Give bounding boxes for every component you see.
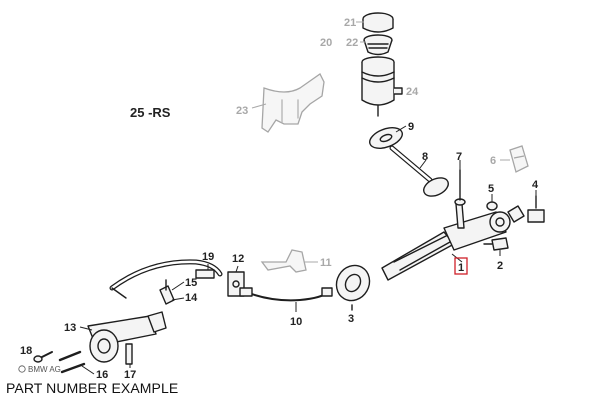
callout-12[interactable]: 12: [232, 253, 244, 265]
model-code-label: 25 -RS: [130, 105, 171, 120]
hose-part-19[interactable]: [109, 259, 223, 299]
slave-cylinder-part-13[interactable]: [87, 311, 167, 363]
bracket-part-11[interactable]: [260, 249, 307, 273]
maker-mark: BMW AG: [18, 365, 61, 374]
maker-mark-label: BMW AG: [28, 365, 61, 374]
callout-19[interactable]: 19: [202, 251, 214, 263]
callout-11[interactable]: 11: [320, 257, 332, 269]
fitting-part-14-15[interactable]: [159, 279, 175, 305]
callout-2[interactable]: 2: [497, 260, 503, 272]
callout-22[interactable]: 22: [346, 37, 358, 49]
callout-6[interactable]: 6: [490, 155, 496, 167]
callout-18[interactable]: 18: [20, 345, 32, 357]
bolt-part-17[interactable]: [125, 343, 133, 365]
master-cylinder-part-1[interactable]: [381, 169, 525, 281]
callout-4[interactable]: 4: [532, 179, 539, 191]
reservoir-assembly[interactable]: [361, 12, 403, 117]
pipe-part-10[interactable]: [239, 287, 333, 302]
part-number-caption: PART NUMBER EXAMPLE: [6, 380, 179, 396]
callout-10[interactable]: 10: [290, 316, 302, 328]
callout-14[interactable]: 14: [185, 292, 198, 304]
bracket-part-23[interactable]: [261, 73, 325, 133]
callout-17[interactable]: 17: [124, 369, 136, 381]
callout-3[interactable]: 3: [348, 313, 354, 325]
bolt-part-16[interactable]: [58, 350, 86, 374]
pushrod-part-18[interactable]: [33, 351, 53, 363]
callout-labels: 25 -RS 21 20 22 24 23 9 8 7 6 5 4 2 1 3 …: [20, 17, 539, 381]
washer-part-5[interactable]: [486, 201, 498, 211]
pedal-pushrod-part-8-9[interactable]: [367, 124, 451, 200]
bolt-part-2[interactable]: [483, 237, 509, 251]
callout-5[interactable]: 5: [488, 183, 494, 195]
leader-lines: [79, 21, 537, 375]
callout-13[interactable]: 13: [64, 322, 76, 334]
callout-24[interactable]: 24: [406, 86, 419, 98]
callout-20[interactable]: 20: [320, 37, 332, 49]
callout-7[interactable]: 7: [456, 151, 462, 163]
callout-8[interactable]: 8: [422, 151, 428, 163]
callout-1[interactable]: 1: [458, 262, 464, 274]
bolt-part-4[interactable]: [527, 195, 545, 223]
rubber-boot-part-3[interactable]: [330, 259, 376, 311]
callout-9[interactable]: 9: [408, 121, 414, 133]
callout-16[interactable]: 16: [96, 369, 108, 381]
callout-23[interactable]: 23: [236, 105, 248, 117]
clip-part-6[interactable]: [509, 145, 529, 173]
highlight-box: [454, 257, 468, 275]
callout-15[interactable]: 15: [185, 277, 197, 289]
callout-21[interactable]: 21: [344, 17, 356, 29]
